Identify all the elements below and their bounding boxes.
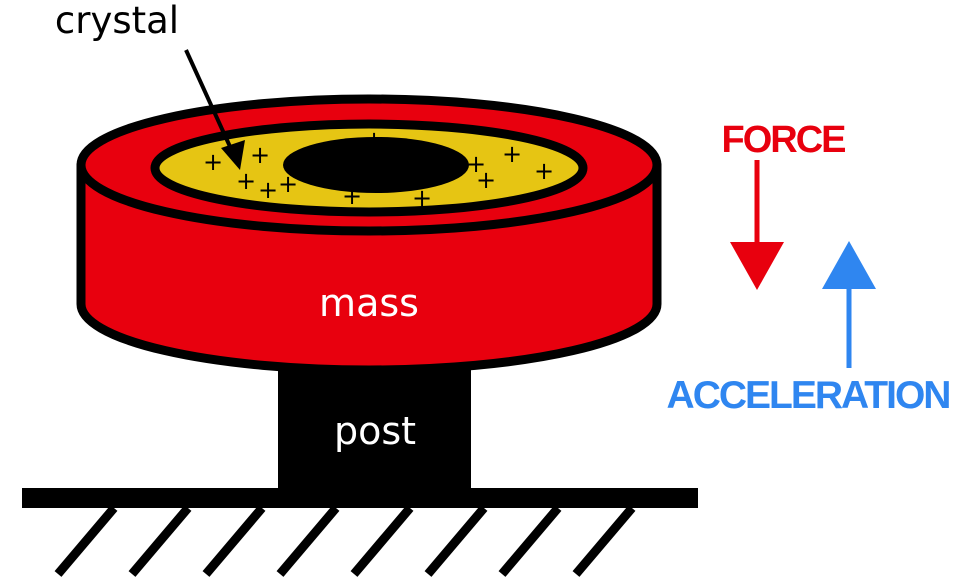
charge-plus: + bbox=[342, 182, 362, 210]
crystal-pointer-shaft bbox=[184, 49, 234, 152]
force-arrow-head bbox=[730, 242, 784, 290]
force-arrow bbox=[730, 160, 784, 290]
charge-plus: + bbox=[278, 170, 298, 198]
charge-plus: + bbox=[466, 150, 486, 178]
acceleration-arrow-head bbox=[822, 241, 876, 289]
post bbox=[278, 352, 471, 494]
charge-plus: + bbox=[250, 141, 270, 169]
crystal-pointer-arrow bbox=[184, 49, 245, 170]
charge-plus: + bbox=[412, 184, 432, 212]
force-label: FORCE bbox=[722, 119, 846, 161]
charge-plus: + bbox=[258, 176, 278, 204]
crystal-center-hole bbox=[283, 137, 469, 193]
ground bbox=[22, 488, 698, 577]
ground-hatching bbox=[54, 505, 636, 577]
crystal: + + + + + + + + + + + + bbox=[150, 119, 588, 217]
charge-plus: + bbox=[502, 140, 522, 168]
charge-plus: + bbox=[236, 167, 256, 195]
acceleration-arrow bbox=[822, 241, 876, 368]
post-label: post bbox=[334, 409, 416, 453]
charge-plus: + bbox=[534, 157, 554, 185]
charge-symbols: + + + + + + + + + + + + bbox=[203, 126, 554, 212]
ground-line bbox=[22, 488, 698, 508]
charge-plus: + bbox=[364, 126, 384, 154]
charge-plus: + bbox=[476, 166, 496, 194]
charge-plus: + bbox=[203, 148, 223, 176]
mass-label: mass bbox=[319, 281, 419, 325]
acceleration-label: ACCELERATION bbox=[667, 374, 950, 417]
crystal-label: crystal bbox=[55, 0, 179, 42]
crystal-pointer-head bbox=[221, 140, 245, 170]
